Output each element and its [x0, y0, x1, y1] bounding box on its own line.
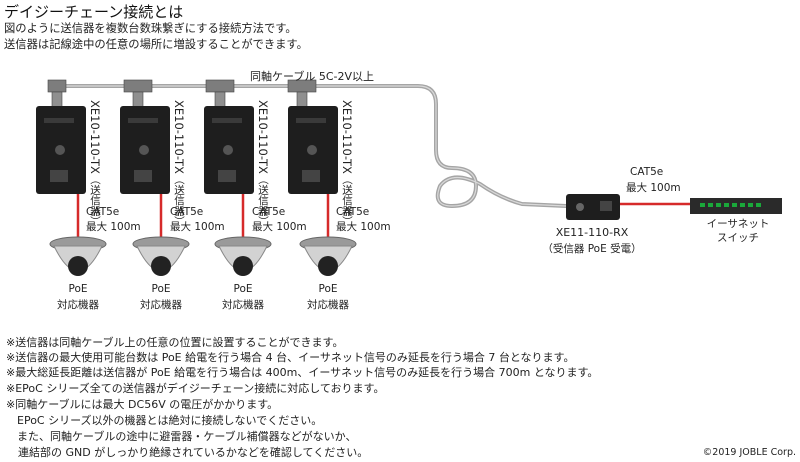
cat5e-label-2: CAT5e [170, 206, 204, 218]
cat5e-max-4: 最大 100m [336, 221, 391, 233]
t-connector-3 [205, 79, 235, 109]
camera-1 [49, 236, 107, 276]
cat5e-max-1: 最大 100m [86, 221, 141, 233]
receiver-cat5e-max: 最大 100m [626, 182, 681, 194]
t-connector-4 [287, 79, 317, 109]
camera-sublabel-1: 対応機器 [57, 299, 99, 311]
t-connector-2 [123, 79, 153, 109]
cat5e-label-3: CAT5e [252, 206, 286, 218]
cat5e-max-2: 最大 100m [170, 221, 225, 233]
camera-sublabel-2: 対応機器 [140, 299, 182, 311]
camera-label-4: PoE [318, 283, 338, 295]
note-5: ※同軸ケーブルには最大 DC56V の電圧がかかります。 [6, 398, 279, 411]
intro-line-1: 図のように送信器を複数台数珠繋ぎにする接続方法です。 [4, 22, 297, 35]
cat5e-cables [76, 194, 690, 238]
switch-label-1: イーサネット [706, 218, 770, 230]
note-3: ※最大総延長距離は送信器が PoE 給電を行う場合は 400m、イーサネット信号… [6, 366, 599, 379]
ethernet-switch [690, 198, 782, 214]
receiver-device [566, 194, 620, 220]
note-7: また、同軸ケーブルの途中に避雷器・ケーブル補償器などがないか、 [6, 430, 357, 443]
camera-label-2: PoE [151, 283, 171, 295]
note-2: ※送信器の最大使用可能台数は PoE 給電を行う場合 4 台、イーサネット信号の… [6, 351, 575, 364]
camera-sublabel-4: 対応機器 [307, 299, 349, 311]
transmitter-label-2: XE10-110-TX（送信器） [172, 100, 186, 227]
coax-cable-label: 同軸ケーブル 5C-2V以上 [250, 70, 375, 83]
note-6: EPoC シリーズ以外の機器とは絶対に接続しないでください。 [6, 414, 323, 427]
transmitter-label-1: XE10-110-TX（送信器） [88, 100, 102, 227]
camera-4 [299, 236, 357, 276]
note-8: 連結部の GND がしっかり絶縁されているかなどを確認してください。 [18, 446, 369, 459]
camera-label-1: PoE [68, 283, 88, 295]
transmitter-device-3 [204, 106, 254, 194]
cat5e-max-3: 最大 100m [252, 221, 307, 233]
camera-label-3: PoE [233, 283, 253, 295]
page-title: デイジーチェーン接続とは [4, 3, 184, 21]
transmitter-label-4: XE10-110-TX（送信器） [340, 100, 354, 227]
transmitter-device-1 [36, 106, 86, 194]
note-1: ※送信器は同軸ケーブル上の任意の位置に設置することができます。 [6, 336, 344, 349]
receiver-model: XE11-110-RX [555, 226, 629, 239]
t-connector-1 [47, 79, 67, 109]
transmitter-device-2 [120, 106, 170, 194]
camera-2 [132, 236, 190, 276]
camera-3 [214, 236, 272, 276]
cat5e-label-4: CAT5e [336, 206, 370, 218]
receiver-cat5e-label: CAT5e [630, 166, 664, 178]
camera-sublabel-3: 対応機器 [222, 299, 264, 311]
switch-label-2: スイッチ [717, 232, 759, 244]
copyright-text: ©2019 JOBLE Corp. [702, 447, 796, 458]
intro-line-2: 送信器は記線途中の任意の場所に増設することができます。 [4, 38, 308, 51]
receiver-role: （受信器 PoE 受電） [542, 243, 642, 255]
note-4: ※EPoC シリーズ全ての送信器がデイジーチェーン接続に対応しております。 [6, 382, 385, 395]
transmitter-device-4 [288, 106, 338, 194]
cat5e-label-1: CAT5e [86, 206, 120, 218]
transmitter-label-3: XE10-110-TX（送信器） [256, 100, 270, 227]
